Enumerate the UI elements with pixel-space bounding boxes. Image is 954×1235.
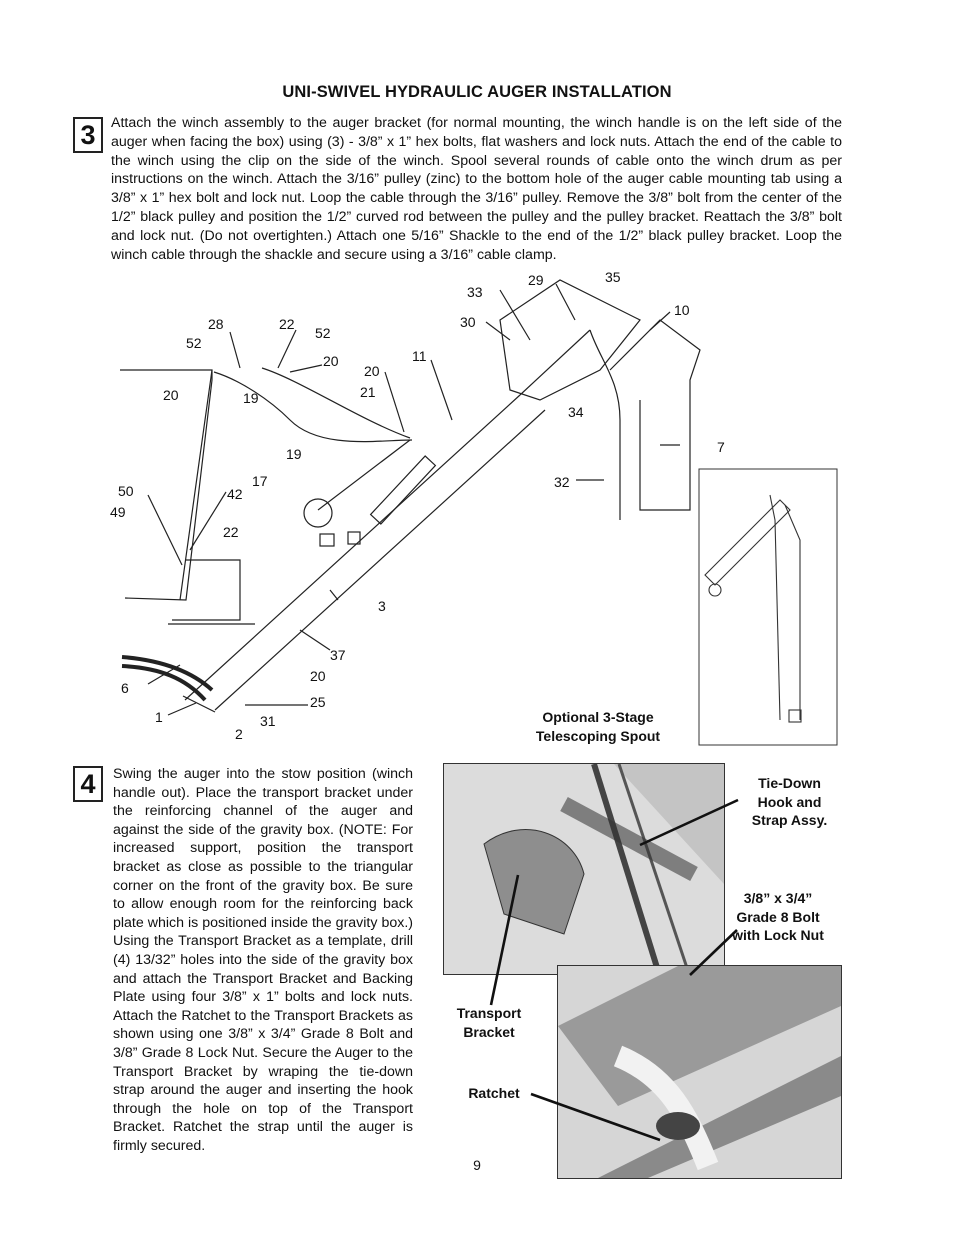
step-4-number: 4 [73,766,103,802]
transport-bracket-photo [443,763,725,975]
callout-21: 21 [360,384,376,400]
callout-20: 20 [364,363,380,379]
callout-19: 19 [243,390,259,406]
step-3-number: 3 [73,117,103,153]
callout-37: 37 [330,647,346,663]
callout-2: 2 [235,726,243,742]
label-grade-8-bolt: 3/8” x 3/4” Grade 8 Bolt with Lock Nut [732,890,824,943]
callout-33: 33 [467,284,483,300]
photo-leader-lines [489,798,739,1142]
callout-22: 22 [223,524,239,540]
callout-49: 49 [110,504,126,520]
callout-20: 20 [323,353,339,369]
callout-30: 30 [460,314,476,330]
callout-7: 7 [717,439,725,455]
callout-17: 17 [252,473,268,489]
label-tie-down: Tie-Down Hook and Strap Assy. [751,775,828,828]
callout-1: 1 [155,709,163,725]
auger-diagram: 28 22 52 52 20 20 21 11 30 33 29 35 10 2… [110,268,845,748]
callout-34: 34 [568,404,584,420]
callout-35: 35 [605,269,621,285]
label-ratchet: Ratchet [468,1085,520,1101]
callout-22: 22 [279,316,295,332]
label-transport-bracket: Transport Bracket [456,1005,522,1040]
callout-11: 11 [412,348,427,364]
callout-42: 42 [227,486,243,502]
callout-50: 50 [118,483,134,499]
callout-25: 25 [310,694,326,710]
step-4-text: Swing the auger into the stow position (… [113,766,413,1154]
photo-sketch [558,966,841,1178]
auger-diagram-drawing [120,279,838,746]
callout-19: 19 [286,446,302,462]
ratchet-photo [557,965,842,1179]
callout-31: 31 [260,713,276,729]
callout-32: 32 [554,474,570,490]
callout-10: 10 [674,302,690,318]
callout-3: 3 [378,598,386,614]
callout-28: 28 [208,316,224,332]
page-title: UNI-SWIVEL HYDRAULIC AUGER INSTALLATION [282,83,672,101]
callout-6: 6 [121,680,129,696]
callout-52: 52 [315,325,331,341]
page-number: 9 [473,1157,481,1173]
photo-sketch [444,764,724,974]
callout-29: 29 [528,272,544,288]
inset-caption: Optional 3-Stage Telescoping Spout [535,709,661,744]
step-3-text: Attach the winch assembly to the auger b… [111,115,842,263]
callout-20: 20 [163,387,179,403]
callout-52: 52 [186,335,202,351]
callout-20: 20 [310,668,326,684]
